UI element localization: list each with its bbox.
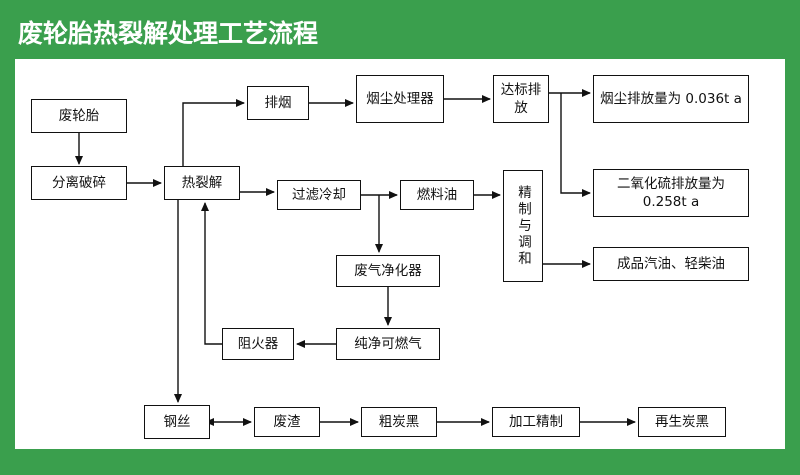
flowchart-edges	[75, 89, 636, 426]
edge-arrestor-to-pyrolysis	[201, 202, 222, 345]
node-dust-treatment-unit[interactable]: 烟尘处理器	[356, 75, 444, 123]
flowchart-canvas: 废轮胎 分离破碎 热裂解 排烟 烟尘处理器 达标排放 烟尘排放量为 0.036t…	[15, 59, 785, 449]
node-flue-gas[interactable]: 排烟	[247, 86, 309, 120]
page-title: 废轮胎热裂解处理工艺流程	[18, 19, 319, 48]
node-flame-arrestor[interactable]: 阻火器	[222, 328, 294, 360]
node-finished-gasoline-diesel[interactable]: 成品汽油、轻柴油	[593, 247, 749, 281]
node-recycled-carbon-black[interactable]: 再生炭黑	[638, 407, 726, 437]
node-standard-discharge[interactable]: 达标排放	[493, 75, 549, 123]
edge-pyrolysis-to-flue	[182, 99, 245, 166]
node-pyrolysis[interactable]: 热裂解	[164, 166, 240, 200]
node-so2-emission-amount[interactable]: 二氧化硫排放量为 0.258t a	[593, 169, 749, 217]
node-steel-wire[interactable]: 钢丝	[144, 405, 210, 439]
node-fuel-oil[interactable]: 燃料油	[400, 180, 474, 210]
node-exhaust-purifier[interactable]: 废气净化器	[336, 255, 440, 287]
node-processing-refining[interactable]: 加工精制	[492, 407, 580, 437]
node-waste-tire[interactable]: 废轮胎	[31, 99, 127, 133]
node-separation-crushing[interactable]: 分离破碎	[31, 166, 127, 200]
node-filter-cooling[interactable]: 过滤冷却	[277, 180, 361, 210]
node-crude-carbon-black[interactable]: 粗炭黑	[361, 407, 437, 437]
node-clean-combustible-gas[interactable]: 纯净可燃气	[336, 328, 440, 360]
node-waste-residue[interactable]: 废渣	[254, 407, 320, 437]
node-dust-emission-amount[interactable]: 烟尘排放量为 0.036t a	[593, 75, 749, 123]
node-refining-blending[interactable]: 精制与调和	[503, 170, 543, 282]
edge-standard-to-so2	[560, 93, 591, 197]
